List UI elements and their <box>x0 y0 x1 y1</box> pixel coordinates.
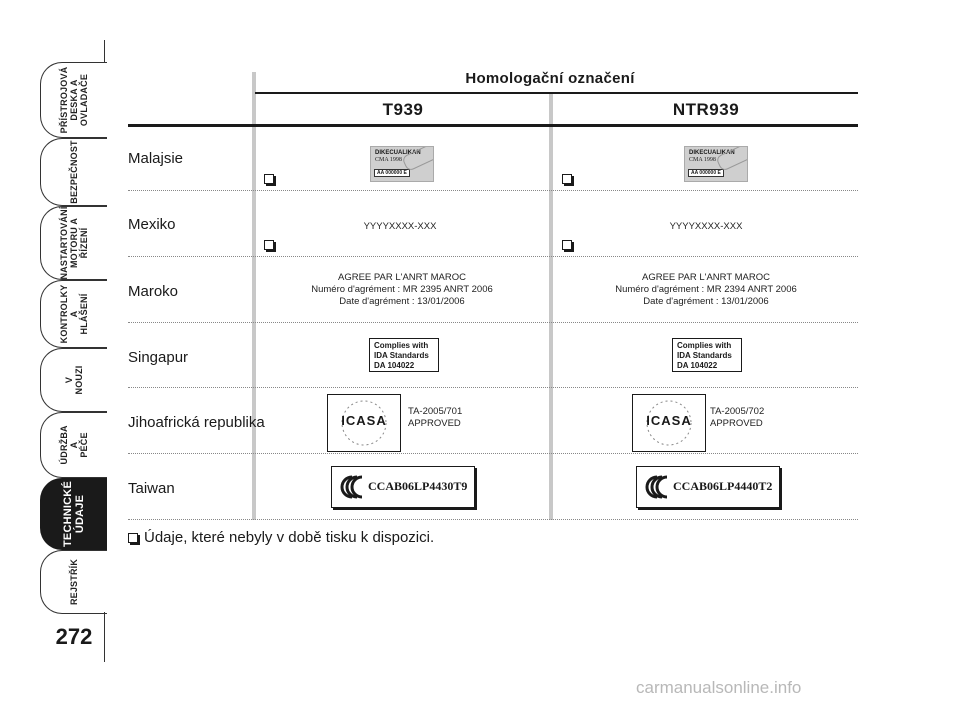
ida-label-ntr939: Complies with IDA Standards DA 104022 <box>672 338 742 372</box>
ida-label-t939: Complies with IDA Standards DA 104022 <box>369 338 439 372</box>
country-label: Singapur <box>128 349 189 366</box>
sticker-text: DIKECUALIKAN <box>689 150 735 156</box>
sticker-code: AA 000000 E <box>688 169 724 177</box>
sticker-code: AA 000000 E <box>374 169 410 177</box>
malaysia-sticker-ntr939: DIKECUALIKAN CMA 1998 AA 000000 E <box>684 146 748 182</box>
checkbox-icon <box>562 240 572 250</box>
row-separator <box>128 519 858 520</box>
ida-line: Complies with <box>374 341 429 350</box>
morocco-line: Numéro d'agrément : MR 2394 ANRT 2006 <box>615 284 797 295</box>
ccab-label-t939: CCAB06LP4430T9 <box>331 466 475 508</box>
tab-label: V NOUZI <box>64 365 84 395</box>
row-separator <box>128 322 858 323</box>
icasa-line: TA-2005/702 <box>710 406 765 417</box>
morocco-line: Date d'agrément : 13/01/2006 <box>643 296 769 307</box>
page-number: 272 <box>55 624 93 649</box>
footnote-text: Údaje, které nebyly v době tisku k dispo… <box>144 529 435 546</box>
icasa-logo-t939: ICASA <box>327 394 401 452</box>
column-header-t939: T939 <box>382 100 424 119</box>
tab-strip-rule <box>104 612 105 662</box>
checkbox-icon <box>562 174 572 184</box>
ccab-code: CCAB06LP4440T2 <box>673 479 773 493</box>
ida-line: Complies with <box>677 341 732 350</box>
column-header-ntr939: NTR939 <box>672 100 740 119</box>
icasa-line: APPROVED <box>408 418 461 429</box>
ida-line: IDA Standards <box>374 351 429 360</box>
icasa-line: TA-2005/701 <box>408 406 463 417</box>
sticker-text: CMA 1998 <box>375 157 402 163</box>
icasa-ring <box>646 400 692 446</box>
country-label: Mexiko <box>128 216 176 233</box>
tab-bezpecnost[interactable]: BEZPEČNOST <box>40 138 107 206</box>
morocco-approval-ntr939: AGREE PAR L'ANRT MAROC Numéro d'agrément… <box>596 272 816 308</box>
sticker-text: DIKECUALIKAN <box>375 150 421 156</box>
mexico-code-t939: YYYYXXXX-XXX <box>363 221 437 232</box>
checkbox-icon <box>264 240 274 250</box>
ccab-logo-icon <box>645 475 668 499</box>
icasa-logo-text: ICASA <box>646 413 692 428</box>
ccab-logo-icon <box>340 475 363 499</box>
ida-line: IDA Standards <box>677 351 732 360</box>
country-label: Malajsie <box>128 150 184 167</box>
tab-label: PŘÍSTROJOVÁ DESKA A OVLADAČE <box>59 66 89 134</box>
sticker-text: CMA 1998 <box>689 157 716 163</box>
ida-line: DA 104022 <box>677 361 718 370</box>
checkbox-icon <box>128 533 138 543</box>
tab-nastartovani[interactable]: NASTARTOVÁNÍ MOTORU A ŘÍZENÍ <box>40 206 107 280</box>
row-separator <box>128 387 858 388</box>
icasa-line: APPROVED <box>710 418 763 429</box>
mexico-code-ntr939: YYYYXXXX-XXX <box>669 221 743 232</box>
icasa-approval-t939: TA-2005/701 APPROVED <box>408 406 488 430</box>
tab-label: BEZPEČNOST <box>69 140 79 204</box>
ccab-code: CCAB06LP4430T9 <box>368 479 468 493</box>
morocco-line: Date d'agrément : 13/01/2006 <box>339 296 465 307</box>
row-separator <box>128 453 858 454</box>
title-rule <box>255 92 858 94</box>
country-label: Taiwan <box>128 480 175 497</box>
page-title: Homologační označení <box>465 70 635 87</box>
tab-udrzba[interactable]: ÚDRŽBA A PÉČE <box>40 412 107 478</box>
morocco-approval-t939: AGREE PAR L'ANRT MAROC Numéro d'agrément… <box>292 272 512 308</box>
column-divider-middle <box>549 94 553 520</box>
ccab-label-ntr939: CCAB06LP4440T2 <box>636 466 780 508</box>
tab-strip-rule <box>104 40 105 70</box>
column-divider-left <box>252 72 256 520</box>
tab-label: ÚDRŽBA A PÉČE <box>59 425 89 465</box>
icasa-ring <box>341 400 387 446</box>
tab-label: TECHNICKÉ ÚDAJE <box>62 481 86 547</box>
morocco-line: Numéro d'agrément : MR 2395 ANRT 2006 <box>311 284 493 295</box>
tab-label: REJSTŘÍK <box>69 558 79 606</box>
tab-rejstrik[interactable]: REJSTŘÍK <box>40 550 107 614</box>
tab-label: NASTARTOVÁNÍ MOTORU A ŘÍZENÍ <box>59 206 89 280</box>
tab-v-nouzi[interactable]: V NOUZI <box>40 348 107 412</box>
country-label: Jihoafrická republika <box>128 414 265 431</box>
row-separator <box>128 256 858 257</box>
morocco-line: AGREE PAR L'ANRT MAROC <box>642 272 770 283</box>
icasa-logo-text: ICASA <box>341 413 387 428</box>
ida-line: DA 104022 <box>374 361 415 370</box>
icasa-logo-ntr939: ICASA <box>632 394 706 452</box>
row-separator <box>128 190 858 191</box>
malaysia-sticker-t939: DIKECUALIKAN CMA 1998 AA 000000 E <box>370 146 434 182</box>
tab-kontrolky[interactable]: KONTROLKY A HLÁŠENÍ <box>40 280 107 348</box>
header-rule <box>128 124 858 127</box>
checkbox-icon <box>264 174 274 184</box>
morocco-line: AGREE PAR L'ANRT MAROC <box>338 272 466 283</box>
tab-technicke-udaje[interactable]: TECHNICKÉ ÚDAJE <box>40 478 107 550</box>
country-label: Maroko <box>128 283 179 300</box>
tab-pristrojova-deska[interactable]: PŘÍSTROJOVÁ DESKA A OVLADAČE <box>40 62 107 138</box>
watermark: carmanualsonline.info <box>636 678 802 697</box>
chapter-tab-strip: PŘÍSTROJOVÁ DESKA A OVLADAČE BEZPEČNOST … <box>0 0 110 709</box>
footnote: Údaje, které nebyly v době tisku k dispo… <box>128 529 434 546</box>
tab-label: KONTROLKY A HLÁŠENÍ <box>59 284 89 344</box>
icasa-approval-ntr939: TA-2005/702 APPROVED <box>710 406 790 430</box>
